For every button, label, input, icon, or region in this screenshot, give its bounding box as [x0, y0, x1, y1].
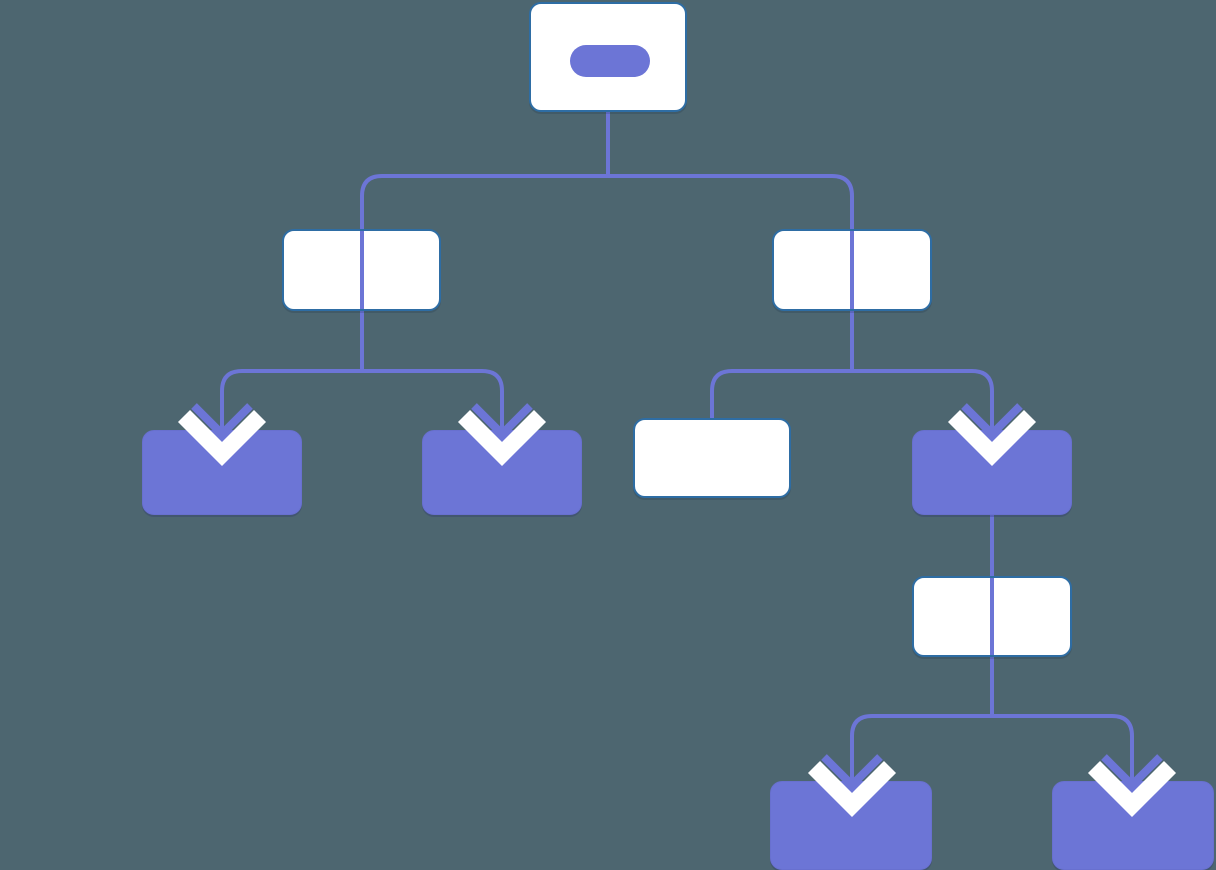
through-line-l2-right — [850, 231, 854, 309]
level3-leaf-b[interactable] — [422, 430, 582, 515]
through-line-l2-left — [360, 231, 364, 309]
level3-leaf-a[interactable] — [142, 430, 302, 515]
level5-leaf-left[interactable] — [770, 781, 932, 870]
node-content-pill — [570, 45, 650, 77]
level3-branch-node[interactable] — [912, 430, 1072, 515]
level3-white-node[interactable] — [633, 418, 791, 498]
root-node[interactable] — [529, 2, 687, 112]
level5-leaf-right[interactable] — [1052, 781, 1214, 870]
through-line-l4 — [990, 578, 994, 655]
